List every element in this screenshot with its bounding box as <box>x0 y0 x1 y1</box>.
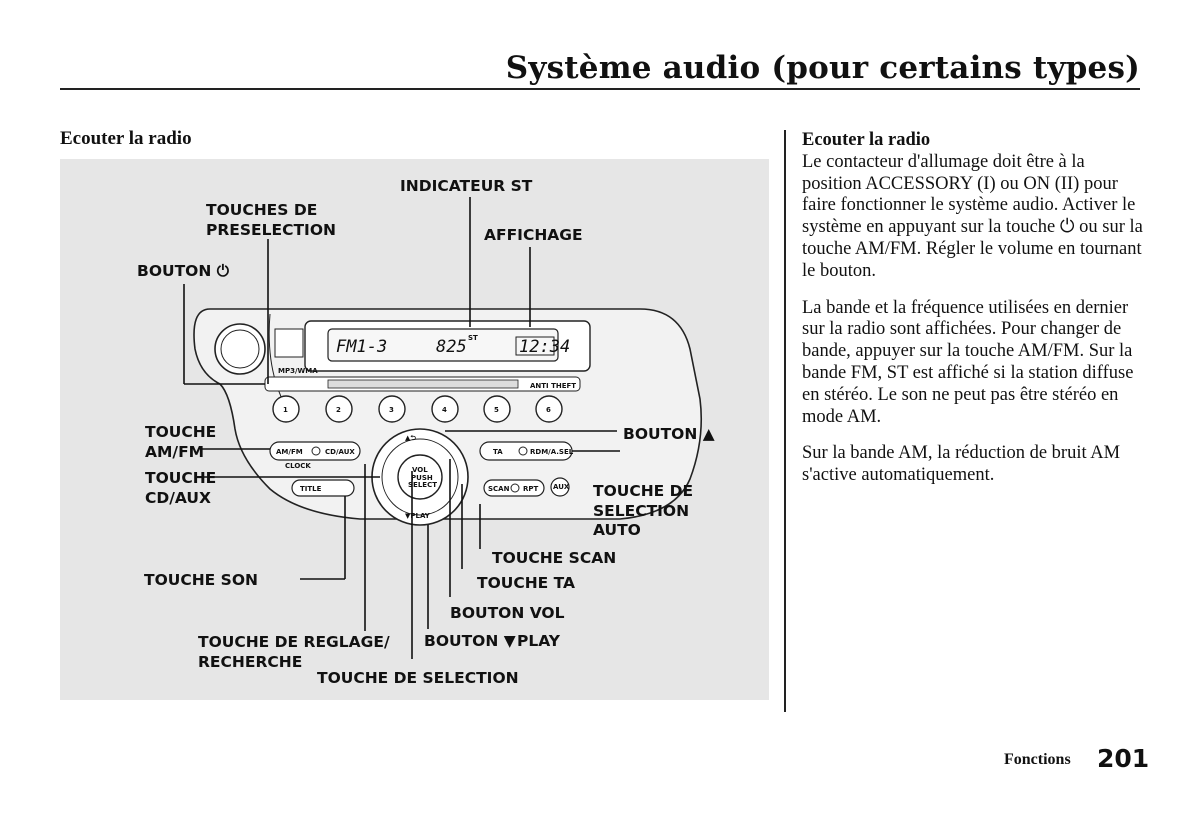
st-indicator: ST <box>468 334 478 342</box>
callout-labels: INDICATEUR ST TOUCHES DE PRESELECTION AF… <box>137 177 715 687</box>
paragraph-3: Sur la bande AM, la réduction de bruit A… <box>802 443 1121 486</box>
svg-text:CD/AUX: CD/AUX <box>325 448 355 456</box>
label-sel-auto-2: SELECTION <box>593 502 689 520</box>
column-divider <box>784 130 786 712</box>
svg-text:5: 5 <box>494 406 499 414</box>
lcd-frequency: 825 <box>436 337 467 357</box>
right-column: Ecouter la radio Le contacteur d'allumag… <box>802 130 1147 502</box>
label-touches-de: TOUCHES DE <box>206 201 317 219</box>
left-heading: Ecouter la radio <box>60 128 192 149</box>
label-bouton-play-2: PLAY <box>517 632 561 650</box>
label-reglage-1: TOUCHE DE REGLAGE/ <box>198 633 390 651</box>
svg-text:RDM/A.SEL: RDM/A.SEL <box>530 448 574 456</box>
up-back-label: ▲⮌ <box>405 434 416 442</box>
volume-knob-socket <box>220 329 260 369</box>
radio-panel: MP3/WMA FM1-3 825 12:34 ST ANTI THEFT <box>193 308 702 520</box>
svg-text:AM/FM: AM/FM <box>276 448 303 456</box>
play-label: ▼PLAY <box>405 512 431 520</box>
label-touche-selection: TOUCHE DE SELECTION <box>317 669 519 687</box>
label-touche-son: TOUCHE SON <box>144 571 258 589</box>
svg-text:3: 3 <box>389 406 394 414</box>
svg-text:4: 4 <box>442 406 447 414</box>
svg-text:VOL: VOL <box>412 466 428 474</box>
preset-5-button[interactable]: 5 <box>483 395 511 423</box>
clock-label: CLOCK <box>285 462 311 470</box>
label-bouton-back: BOUTON ▲ <box>623 425 715 443</box>
title-button[interactable]: TITLE <box>291 479 355 497</box>
scan-rpt-button[interactable]: SCAN RPT <box>483 479 545 497</box>
leader-lines <box>183 197 620 659</box>
label-touche-cdaux-2: CD/AUX <box>145 489 211 507</box>
label-sel-auto-1: TOUCHE DE <box>593 482 693 500</box>
page-title: Système audio (pour certains types) <box>505 50 1140 86</box>
svg-text:TA: TA <box>493 448 503 456</box>
preset-1-button[interactable]: 1 <box>272 395 300 423</box>
page-number: 201 <box>1097 744 1150 773</box>
selector-dial[interactable]: VOL PUSH SELECT ▲⮌ ▼PLAY <box>371 428 469 526</box>
preset-4-button[interactable]: 4 <box>431 395 459 423</box>
svg-text:PUSH: PUSH <box>411 474 433 482</box>
label-bouton-power: BOUTON ⏻ <box>137 262 230 280</box>
label-touche-amfm-2: AM/FM <box>145 443 204 461</box>
label-affichage: AFFICHAGE <box>484 226 583 244</box>
vol-knob[interactable] <box>397 454 443 500</box>
footer-section: Fonctions <box>1004 751 1071 768</box>
label-preselection: PRESELECTION <box>206 221 336 239</box>
svg-text:RPT: RPT <box>523 485 539 493</box>
title-rule <box>60 88 1140 90</box>
paragraph-1: Ecouter la radio Le contacteur d'allumag… <box>802 130 1147 283</box>
aux-jack[interactable]: AUX <box>550 477 570 497</box>
svg-text:2: 2 <box>336 406 341 414</box>
svg-text:TITLE: TITLE <box>300 485 322 493</box>
preset-2-button[interactable]: 2 <box>325 395 353 423</box>
audio-figure: MP3/WMA FM1-3 825 12:34 ST ANTI THEFT 1 … <box>60 159 769 700</box>
lcd-band: FM1-3 <box>336 337 387 357</box>
label-sel-auto-3: AUTO <box>593 521 641 539</box>
preset-buttons: 1 2 3 4 5 6 <box>272 395 563 423</box>
label-bouton-play-1: BOUTON ▼ <box>424 632 516 650</box>
svg-text:1: 1 <box>283 406 288 414</box>
preset-6-button[interactable]: 6 <box>535 395 563 423</box>
lcd-clock: 12:34 <box>519 337 570 357</box>
audio-diagram: MP3/WMA FM1-3 825 12:34 ST ANTI THEFT 1 … <box>137 177 715 687</box>
svg-text:SELECT: SELECT <box>408 481 437 489</box>
label-reglage-2: RECHERCHE <box>198 653 302 671</box>
svg-text:6: 6 <box>546 406 551 414</box>
anti-theft-label: ANTI THEFT <box>530 382 576 390</box>
label-touche-ta: TOUCHE TA <box>477 574 575 592</box>
lcd-display <box>327 328 559 362</box>
preset-3-button[interactable]: 3 <box>378 395 406 423</box>
mp3-badge: MP3/WMA <box>278 367 318 375</box>
svg-text:SCAN: SCAN <box>488 485 510 493</box>
ta-rdm-button[interactable]: TA RDM/A.SEL <box>479 441 574 461</box>
svg-text:AUX: AUX <box>553 483 570 491</box>
am-fm-cd-aux-button[interactable]: AM/FM CD/AUX <box>269 441 361 461</box>
label-touche-scan: TOUCHE SCAN <box>492 549 616 567</box>
label-bouton-vol: BOUTON VOL <box>450 604 565 622</box>
label-indicateur-st: INDICATEUR ST <box>400 177 533 195</box>
paragraph-2: La bande et la fréquence utilisées en de… <box>802 297 1134 427</box>
paragraph-1-text: Le contacteur d'allumage doit être à la … <box>802 151 1143 281</box>
label-touche-cdaux-1: TOUCHE <box>145 469 216 487</box>
label-touche-amfm-1: TOUCHE <box>145 423 216 441</box>
right-heading: Ecouter la radio <box>802 130 931 150</box>
